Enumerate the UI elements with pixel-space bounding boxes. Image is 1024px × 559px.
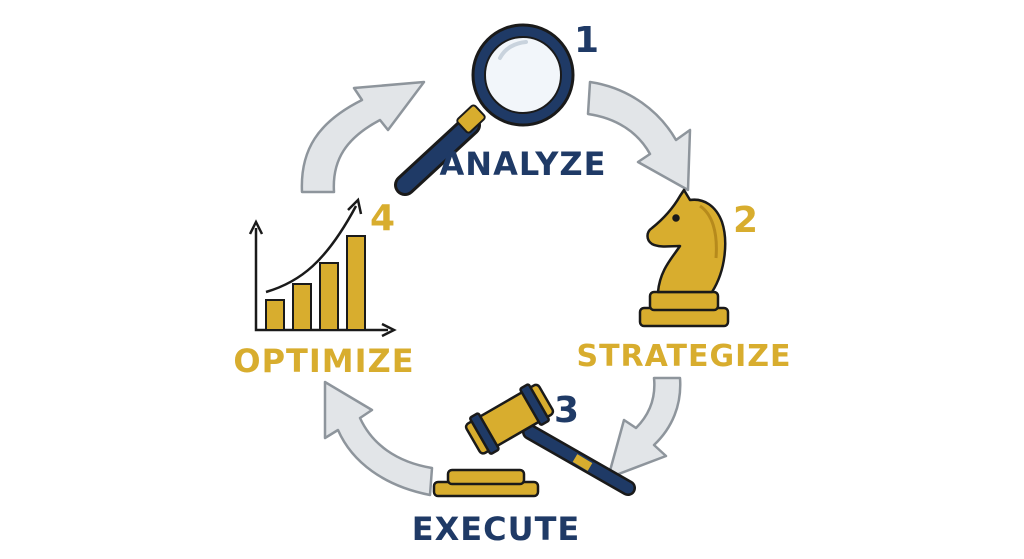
step-2-number: 2: [733, 200, 758, 241]
step-1-label: ANALYZE: [440, 145, 607, 183]
growth-bar-3: [319, 262, 339, 331]
magnifying-glass-icon: [394, 23, 575, 196]
growth-bar-4: [346, 235, 366, 331]
arrow-optimize-to-analyze: [300, 80, 426, 194]
arrow-analyze-to-strategize: [586, 80, 692, 192]
step-4-number: 4: [370, 198, 395, 239]
step-1-number: 1: [574, 20, 599, 61]
step-3-number: 3: [554, 390, 579, 431]
growth-chart-icon: [248, 197, 397, 338]
step-2-label: STRATEGIZE: [576, 339, 791, 374]
cycle-arrows: [300, 80, 692, 497]
gavel-icon: [432, 383, 636, 498]
arrow-strategize-to-execute: [606, 376, 682, 480]
growth-bar-2: [292, 283, 312, 331]
chess-knight-icon: [638, 188, 730, 328]
growth-bar-1: [265, 299, 285, 331]
step-3-label: EXECUTE: [412, 510, 581, 548]
arrow-execute-to-optimize: [323, 380, 434, 497]
step-4-label: OPTIMIZE: [233, 342, 414, 380]
